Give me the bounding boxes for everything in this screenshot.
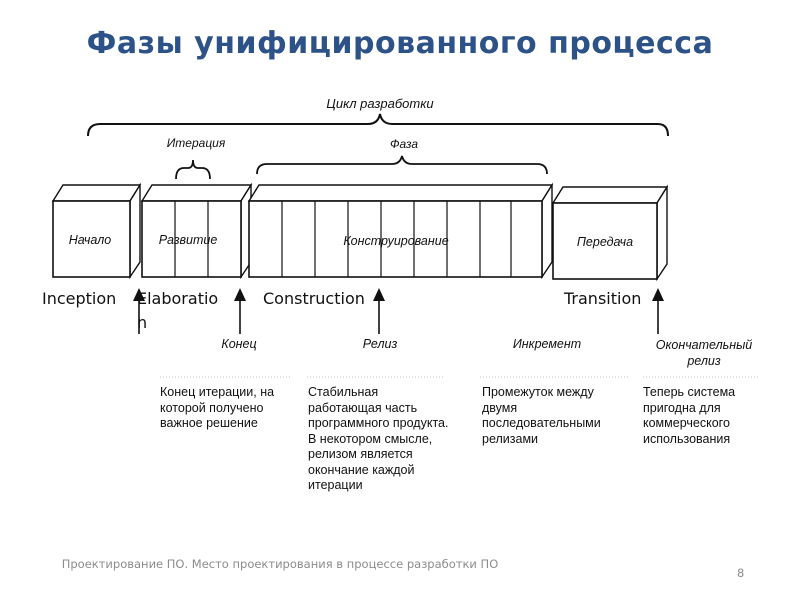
phase-construction-english: Construction — [263, 289, 365, 308]
page-number: 8 — [737, 566, 745, 580]
phase-transition-english: Transition — [564, 289, 642, 308]
slide-title: Фазы унифицированного процесса — [86, 26, 714, 61]
milestone-end-label: Конец — [221, 337, 256, 351]
arrow-inception — [133, 288, 145, 334]
cycle-label: Цикл разработки — [326, 96, 433, 111]
phase-inception-english: Inception — [42, 289, 117, 308]
phase-transition: Передача — [551, 184, 669, 282]
phase-elaboration-label: Развитие — [159, 233, 218, 247]
milestone-release-label: Релиз — [363, 337, 398, 351]
iteration-brace — [175, 159, 211, 180]
milestone-release-description: Стабильная работающая часть программного… — [308, 385, 449, 492]
phase-construction-label: Конструирование — [343, 234, 448, 248]
phase-elaboration-english: Elaboration — [137, 289, 219, 332]
phase-brace — [256, 155, 548, 175]
milestone-increment-description: Промежуток между двумя последовательными… — [482, 385, 601, 446]
arrow-elaboration — [234, 288, 246, 334]
milestone-final-release-label: Окончательный релиз — [655, 338, 753, 368]
phase-elaboration: Развитие — [140, 182, 253, 280]
phase-construction: Конструирование — [247, 182, 554, 280]
phase-inception-label: Начало — [69, 233, 111, 247]
arrow-construction — [373, 288, 385, 334]
phase-inception: Начало — [51, 182, 142, 280]
iteration-label: Итерация — [167, 136, 226, 150]
phase-transition-label: Передача — [577, 235, 633, 249]
phase-label: Фаза — [390, 137, 418, 151]
milestone-increment-label: Инкремент — [513, 337, 581, 351]
milestone-end-description: Конец итерации, на которой получено важн… — [160, 385, 275, 430]
milestone-final-release-description: Теперь система пригодна для коммерческог… — [643, 385, 736, 446]
arrow-transition — [652, 288, 664, 334]
cycle-brace — [87, 113, 669, 137]
slide-footer: Проектирование ПО. Место проектирования … — [61, 557, 499, 571]
